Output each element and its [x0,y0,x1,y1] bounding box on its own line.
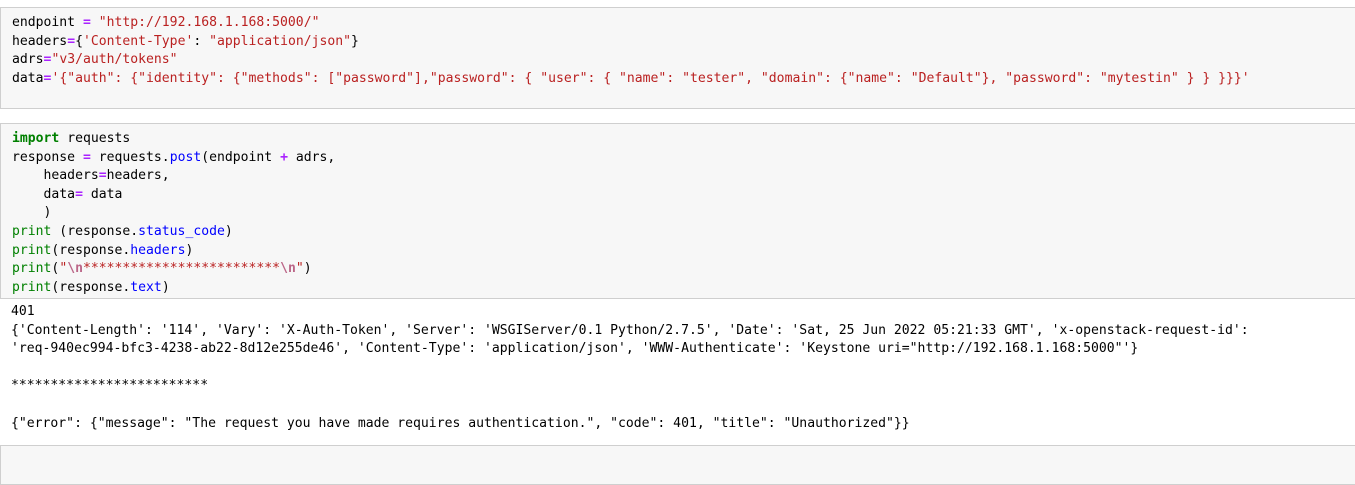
code-token: ************************* [82,261,281,277]
code-token: ) [161,279,170,295]
code-line: print("\n*************************\n") [12,260,1355,279]
code-token: + [280,149,288,165]
code-token: ) [224,223,233,239]
code-token: (endpoint [201,149,281,165]
code-line: print(response.headers) [12,242,1355,261]
cell-output-area: 401 {'Content-Length': '114', 'Vary': 'X-… [0,303,1355,439]
code-token: : [193,33,210,49]
code-token: adrs [12,52,44,68]
code-line: import requests [12,130,1355,149]
code-token: headers [12,33,68,49]
code-cell-empty[interactable] [0,445,1355,485]
code-token: headers, [106,168,170,184]
code-token: data [82,186,123,202]
code-token: (response. [51,223,139,239]
code-line: print (response.status_code) [12,223,1355,242]
code-token: (response. [51,242,131,258]
code-token: (response. [51,279,131,295]
code-line: headers={'Content-Type': "application/js… [12,33,1355,52]
code-token: ) [185,242,194,258]
code-line: data='{"auth": {"identity": {"methods": … [12,70,1355,89]
code-token: = [75,186,83,202]
code-token: " [59,261,68,277]
code-token: { [75,33,83,49]
code-token: \n [280,261,296,277]
output-line: 401 [11,304,35,319]
code-line: response = requests.post(endpoint + adrs… [12,149,1355,168]
code-token: endpoint [12,15,83,30]
output-line [11,396,1355,415]
code-token: "http://192.168.1.168:5000/" [98,15,320,30]
code-token: requests. [90,149,170,165]
output-line: {"error": {"message": "The request you h… [11,415,910,431]
code-token: = [82,15,91,30]
code-token: = [82,149,91,165]
code-line: ) [12,204,1355,223]
code-token: " [295,261,304,277]
code-token: response [12,149,83,165]
code-line: adrs="v3/auth/tokens" [12,51,1355,70]
code-token: print [12,223,52,239]
jupyter-notebook: endpoint = "http://192.168.1.168:5000/"h… [0,7,1355,485]
code-token: } [351,33,359,49]
code-cell-config[interactable]: endpoint = "http://192.168.1.168:5000/"h… [0,7,1355,109]
code-token: status_code [138,223,225,239]
code-token: print [12,279,52,295]
code-line: print(response.text) [12,279,1355,298]
code-token: post [169,149,202,165]
output-line [11,359,1355,378]
code-token: requests [59,131,131,146]
code-token: "application/json" [209,33,352,49]
code-token: = [43,52,52,68]
code-token: ( [51,261,60,277]
code-token: = [43,70,52,86]
code-token: data [12,186,76,202]
output-line: ************************* [11,378,209,394]
code-token: import [12,131,60,146]
code-token: = [67,33,76,49]
code-token: \n [67,261,83,277]
code-token: text [130,279,162,295]
code-line: endpoint = "http://192.168.1.168:5000/" [12,14,1355,33]
code-token: 'Content-Type' [82,33,194,49]
output-line: 'req-940ec994-bfc3-4238-ab22-8d12e255de4… [11,341,1139,357]
code-token: = [98,168,107,184]
code-line: headers=headers, [12,167,1355,186]
code-line: data= data [12,186,1355,205]
code-token: print [12,242,52,258]
code-token: ) [303,261,312,277]
code-token: "v3/auth/tokens" [51,52,178,68]
code-token [91,15,99,30]
code-token: data [12,70,44,86]
output-line: {'Content-Length': '114', 'Vary': 'X-Aut… [11,322,1249,338]
code-token: '{"auth": {"identity": {"methods": ["pas… [51,70,1250,86]
code-token: print [12,261,52,277]
code-token: adrs, [287,149,336,165]
code-token: ) [12,205,52,221]
code-token: headers [130,242,186,258]
code-token: headers [12,168,99,184]
